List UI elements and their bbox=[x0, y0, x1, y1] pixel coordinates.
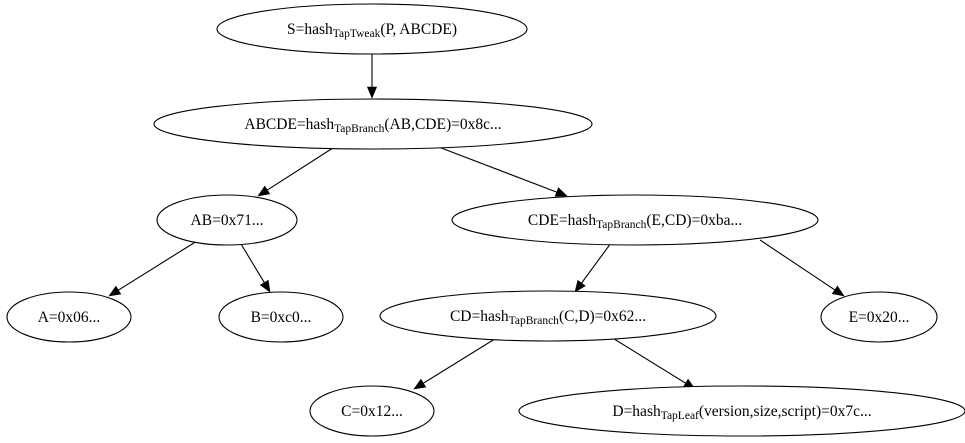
label-suffix: (P, ABCDE) bbox=[380, 21, 457, 38]
node-abcde[interactable]: ABCDE=hashTapBranch(AB,CDE)=0x8c... bbox=[153, 98, 593, 150]
edge-line bbox=[581, 242, 612, 284]
node-ellipse[interactable] bbox=[451, 194, 819, 246]
label-prefix: D=hash bbox=[612, 403, 661, 420]
node-label-e: E=0x20... bbox=[849, 309, 910, 326]
node-ellipse[interactable] bbox=[820, 291, 938, 343]
edge-line bbox=[266, 145, 337, 191]
node-label-s: S=hashTapTweak(P, ABCDE) bbox=[287, 21, 457, 40]
node-e[interactable]: E=0x20... bbox=[820, 291, 938, 343]
node-c[interactable]: C=0x12... bbox=[309, 385, 435, 437]
node-ellipse[interactable] bbox=[156, 194, 298, 246]
edge-arrowhead-icon bbox=[413, 378, 427, 390]
edge-arrowhead-icon bbox=[108, 285, 122, 297]
node-label-b: B=0xc0... bbox=[251, 309, 312, 326]
label-subscript: TapBranch bbox=[509, 315, 560, 327]
node-label-abcde: ABCDE=hashTapBranch(AB,CDE)=0x8c... bbox=[244, 116, 501, 135]
edge-arrowhead-icon bbox=[574, 279, 586, 293]
node-ellipse[interactable] bbox=[216, 3, 528, 55]
node-ellipse[interactable] bbox=[379, 290, 717, 342]
edge-ab-to-a bbox=[108, 240, 198, 297]
node-ellipse[interactable] bbox=[218, 291, 344, 343]
node-ellipse[interactable] bbox=[6, 291, 132, 343]
label-text: AB=0x71... bbox=[191, 212, 264, 229]
label-suffix: (AB,CDE)=0x8c... bbox=[384, 116, 501, 133]
node-ellipse[interactable] bbox=[518, 385, 965, 437]
edge-arrowhead-icon bbox=[554, 187, 568, 197]
node-ellipse[interactable] bbox=[309, 385, 435, 437]
label-text: E=0x20... bbox=[849, 309, 910, 326]
label-suffix: (E,CD)=0xba... bbox=[646, 212, 742, 229]
node-ellipse[interactable] bbox=[153, 98, 593, 150]
label-prefix: ABCDE=hash bbox=[244, 116, 334, 133]
edge-line bbox=[240, 243, 265, 283]
label-suffix: (C,D)=0x62... bbox=[559, 308, 646, 325]
node-b[interactable]: B=0xc0... bbox=[218, 291, 344, 343]
edge-abcde-to-ab bbox=[257, 145, 337, 197]
edge-line bbox=[759, 239, 836, 291]
edge-s-to-abcde bbox=[366, 54, 378, 99]
node-cde[interactable]: CDE=hashTapBranch(E,CD)=0xba... bbox=[451, 194, 819, 246]
edge-line bbox=[423, 336, 499, 384]
edges-layer bbox=[108, 54, 845, 390]
node-ab[interactable]: AB=0x71... bbox=[156, 194, 298, 246]
edge-ab-to-b bbox=[240, 243, 271, 293]
edge-arrowhead-icon bbox=[366, 86, 378, 99]
node-label-c: C=0x12... bbox=[341, 403, 403, 420]
label-suffix: (version,size,script)=0x7c... bbox=[699, 403, 872, 420]
label-subscript: TapLeaf bbox=[661, 410, 699, 422]
node-s[interactable]: S=hashTapTweak(P, ABCDE) bbox=[216, 3, 528, 55]
label-text: B=0xc0... bbox=[251, 309, 312, 326]
edge-arrowhead-icon bbox=[257, 185, 271, 197]
node-label-cd: CD=hashTapBranch(C,D)=0x62... bbox=[450, 308, 646, 327]
label-prefix: CD=hash bbox=[450, 308, 509, 325]
edge-cd-to-c bbox=[413, 336, 499, 390]
label-text: A=0x06... bbox=[38, 309, 101, 326]
edge-arrowhead-icon bbox=[831, 285, 845, 297]
edge-arrowhead-icon bbox=[259, 279, 271, 293]
node-label-cde: CDE=hashTapBranch(E,CD)=0xba... bbox=[528, 212, 742, 231]
edge-line bbox=[435, 145, 557, 193]
label-subscript: TapBranch bbox=[334, 123, 385, 135]
edge-cde-to-e bbox=[759, 239, 845, 297]
edge-line bbox=[610, 336, 686, 384]
label-prefix: S=hash bbox=[287, 21, 333, 38]
edge-cde-to-cd bbox=[574, 242, 612, 293]
label-subscript: TapTweak bbox=[333, 28, 381, 40]
node-label-d: D=hashTapLeaf(version,size,script)=0x7c.… bbox=[612, 403, 871, 422]
node-cd[interactable]: CD=hashTapBranch(C,D)=0x62... bbox=[379, 290, 717, 342]
label-text: C=0x12... bbox=[341, 403, 403, 420]
node-d[interactable]: D=hashTapLeaf(version,size,script)=0x7c.… bbox=[518, 385, 965, 437]
edge-cd-to-d bbox=[610, 336, 696, 390]
node-label-ab: AB=0x71... bbox=[191, 212, 264, 229]
label-subscript: TapBranch bbox=[596, 219, 647, 231]
node-a[interactable]: A=0x06... bbox=[6, 291, 132, 343]
nodes-layer: S=hashTapTweak(P, ABCDE)ABCDE=hashTapBra… bbox=[6, 3, 965, 437]
label-prefix: CDE=hash bbox=[528, 212, 596, 229]
edge-line bbox=[118, 240, 198, 291]
edge-abcde-to-cde bbox=[435, 145, 568, 197]
node-label-a: A=0x06... bbox=[38, 309, 101, 326]
